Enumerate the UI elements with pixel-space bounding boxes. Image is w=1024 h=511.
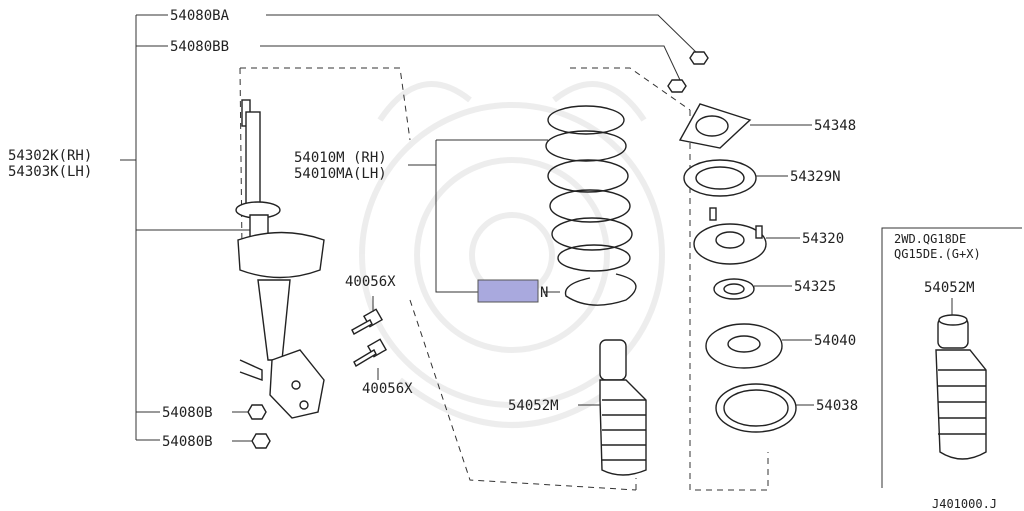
label-strut-rh: 54302K(RH) xyxy=(8,148,92,164)
bolt-40056X-lower xyxy=(353,338,388,367)
rubber-seat-54038 xyxy=(715,383,797,433)
inset-border xyxy=(881,227,1022,488)
label-nut-upper: 54080B xyxy=(162,405,213,421)
label-spring-rh: 54010M (RH) xyxy=(294,150,387,166)
label-inset-line1: 2WD.QG18DE xyxy=(894,232,966,246)
label-54080BA: 54080BA xyxy=(170,8,230,24)
label-seat: 54040 xyxy=(814,333,856,349)
mount-54320 xyxy=(693,207,767,265)
label-insulator: 54329N xyxy=(790,169,841,185)
leader-strut-bracket xyxy=(120,15,250,441)
leader-spring xyxy=(408,139,560,293)
label-spring-lh: 54010MA(LH) xyxy=(294,166,387,182)
label-top-plate: 54348 xyxy=(814,118,856,134)
leader-nut-lower xyxy=(232,411,252,442)
seat-54040 xyxy=(705,323,783,369)
dashed-box-right xyxy=(570,67,769,491)
bump-stop-center xyxy=(599,339,647,476)
bump-stop-inset xyxy=(935,314,987,460)
label-rubber-seat: 54038 xyxy=(816,398,858,414)
nut-54080B-lower xyxy=(251,433,271,449)
label-spring-suffix: N xyxy=(540,285,548,301)
leader-54080BB xyxy=(136,45,681,81)
bearing-54325 xyxy=(713,278,755,300)
label-nut-lower: 54080B xyxy=(162,434,213,450)
label-mount: 54320 xyxy=(802,231,844,247)
label-bolt-lower: 40056X xyxy=(362,381,413,397)
bolt-40056X-upper xyxy=(351,308,384,335)
leader-40056X xyxy=(372,296,379,380)
highlight-box xyxy=(477,279,539,303)
label-bolt-upper: 40056X xyxy=(345,274,396,290)
label-54080BB: 54080BB xyxy=(170,39,229,55)
label-strut-lh: 54303K(LH) xyxy=(8,164,92,180)
spring-seat-ring xyxy=(564,273,637,306)
coil-spring xyxy=(545,105,633,272)
top-plate-54348 xyxy=(678,103,752,149)
label-bump-stop-inset: 54052M xyxy=(924,280,975,296)
nut-top-a xyxy=(689,51,709,65)
label-bearing: 54325 xyxy=(794,279,836,295)
label-bump-stop-center: 54052M xyxy=(508,398,559,414)
insulator-54329N xyxy=(683,159,757,197)
watermark-emblem xyxy=(359,81,665,428)
nut-54080B-upper xyxy=(247,404,267,420)
label-inset-line2: QG15DE.(G+X) xyxy=(894,247,981,261)
nut-top-b xyxy=(667,79,687,93)
strut-assembly xyxy=(235,99,325,419)
leader-54080BA xyxy=(136,14,701,57)
dashed-box-left xyxy=(239,67,637,491)
diagram-code: J401000.J xyxy=(932,497,997,511)
